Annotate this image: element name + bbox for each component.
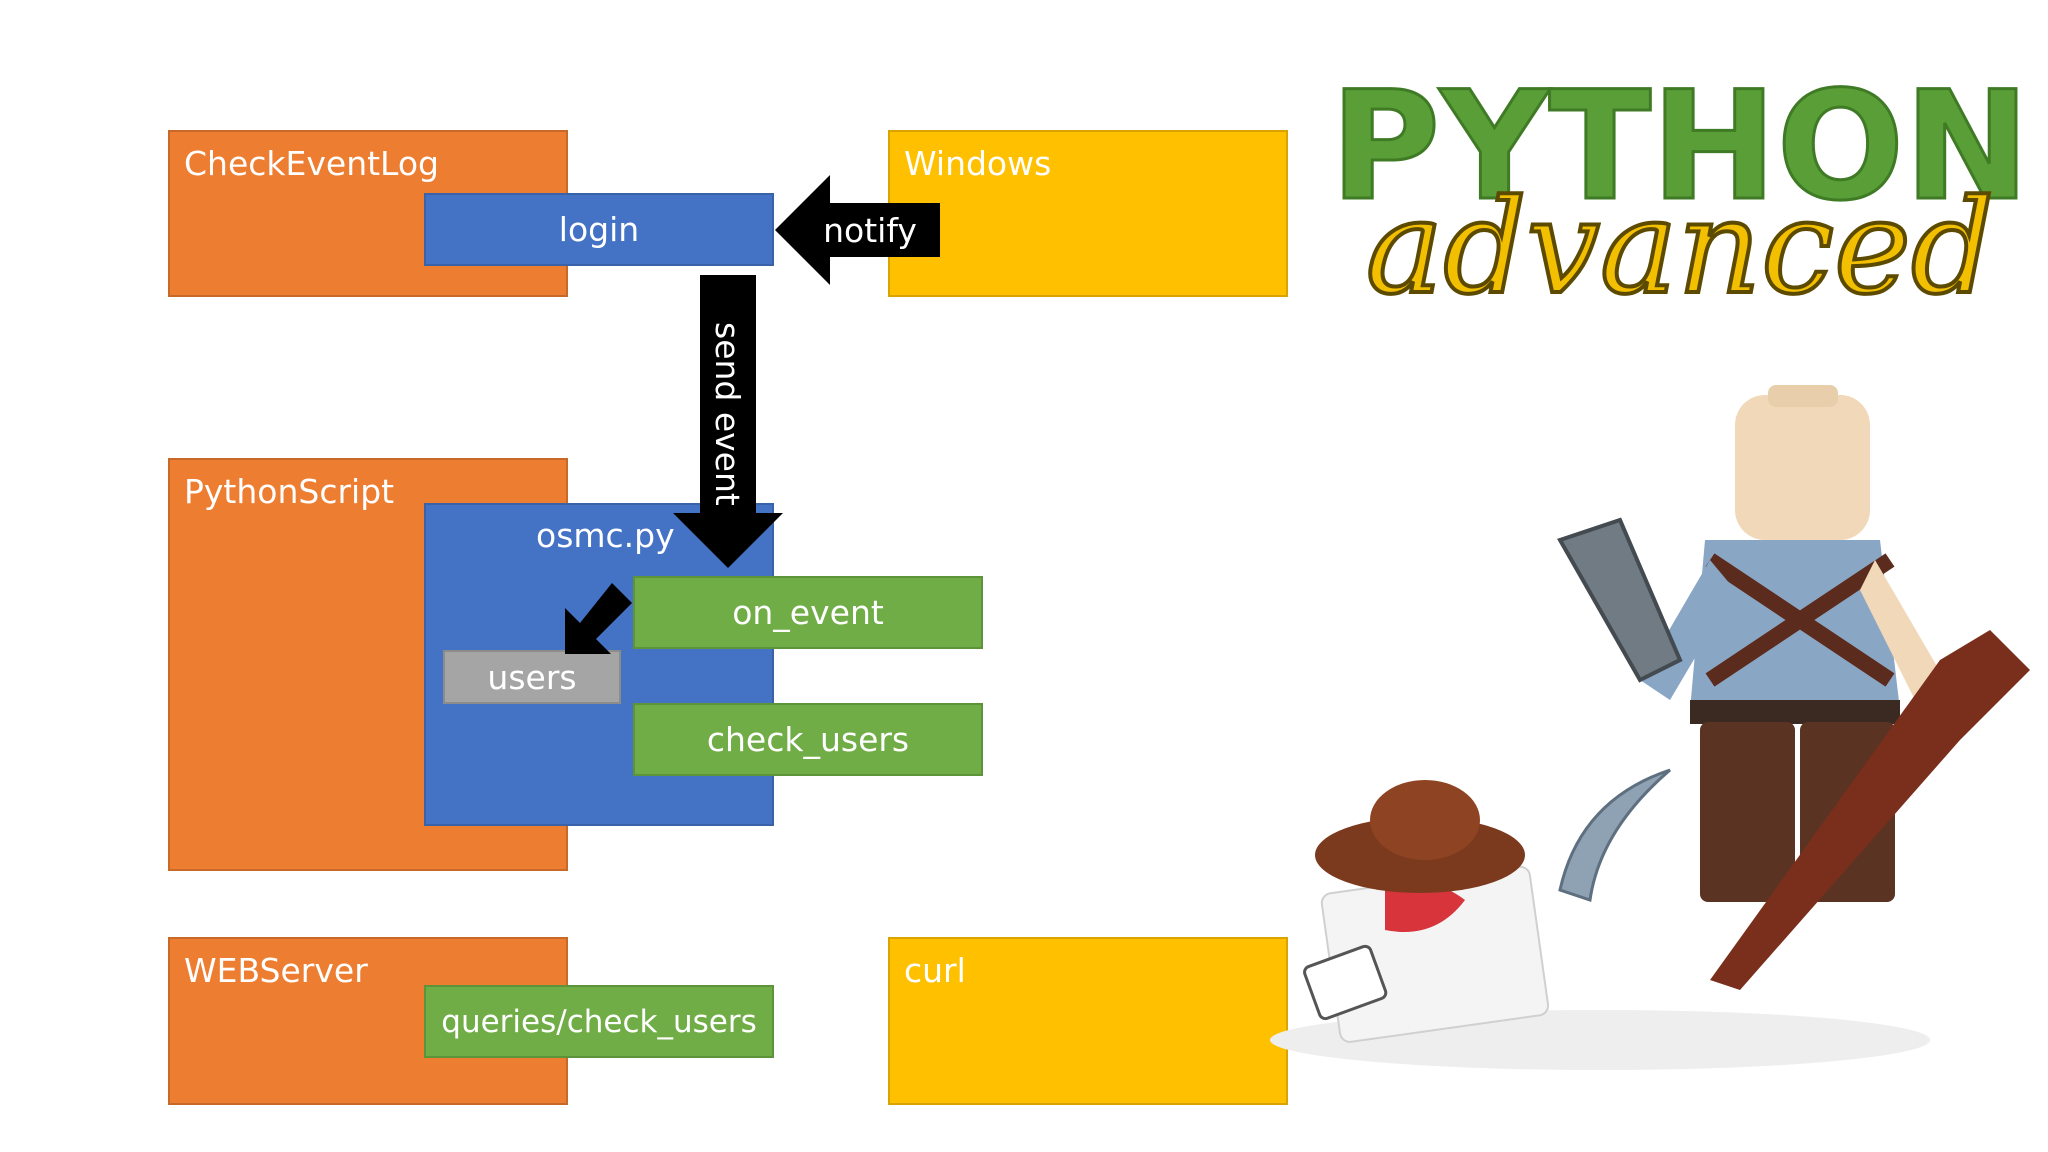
- fallen-figure-ribs: [1385, 882, 1465, 932]
- chainsaw: [1557, 517, 1683, 683]
- checkeventlog-title: CheckEventLog: [184, 144, 439, 183]
- endpoint-box: queries/check_users: [424, 985, 774, 1058]
- logo-python-text: PYTHON: [1330, 60, 2029, 234]
- standing-figure-leg-left: [1700, 722, 1795, 902]
- send-event-label: send event: [708, 322, 747, 506]
- standing-figure-belt: [1690, 700, 1900, 724]
- standing-figure-neck: [1768, 385, 1838, 407]
- curl-title: curl: [904, 951, 966, 990]
- standing-figure-arm-right: [1860, 560, 1945, 700]
- shotgun: [1710, 630, 2030, 990]
- fallen-figure-hat-top: [1370, 780, 1480, 860]
- windows-title: Windows: [904, 144, 1052, 183]
- users-box: users: [443, 650, 621, 704]
- on-event-box: on_event: [633, 576, 983, 649]
- osmc-title: osmc.py: [536, 516, 675, 555]
- check-users-box: check_users: [633, 703, 983, 776]
- notify-arrow: [775, 175, 940, 285]
- notify-label: notify: [823, 211, 917, 250]
- standing-figure-straps: [1705, 553, 1895, 687]
- pythonscript-title: PythonScript: [184, 472, 395, 511]
- dispatch-arrow: [565, 583, 632, 654]
- curl-box: curl: [888, 937, 1288, 1105]
- send-event-arrow: [673, 275, 783, 568]
- logo-advanced-text: advanced: [1366, 171, 1994, 323]
- windows-box: Windows: [888, 130, 1288, 297]
- fallen-figure-leg: [1303, 944, 1388, 1021]
- login-box: login: [424, 193, 774, 266]
- webserver-title: WEBServer: [184, 951, 368, 990]
- standing-figure-head: [1735, 395, 1870, 540]
- claws: [1558, 768, 1671, 902]
